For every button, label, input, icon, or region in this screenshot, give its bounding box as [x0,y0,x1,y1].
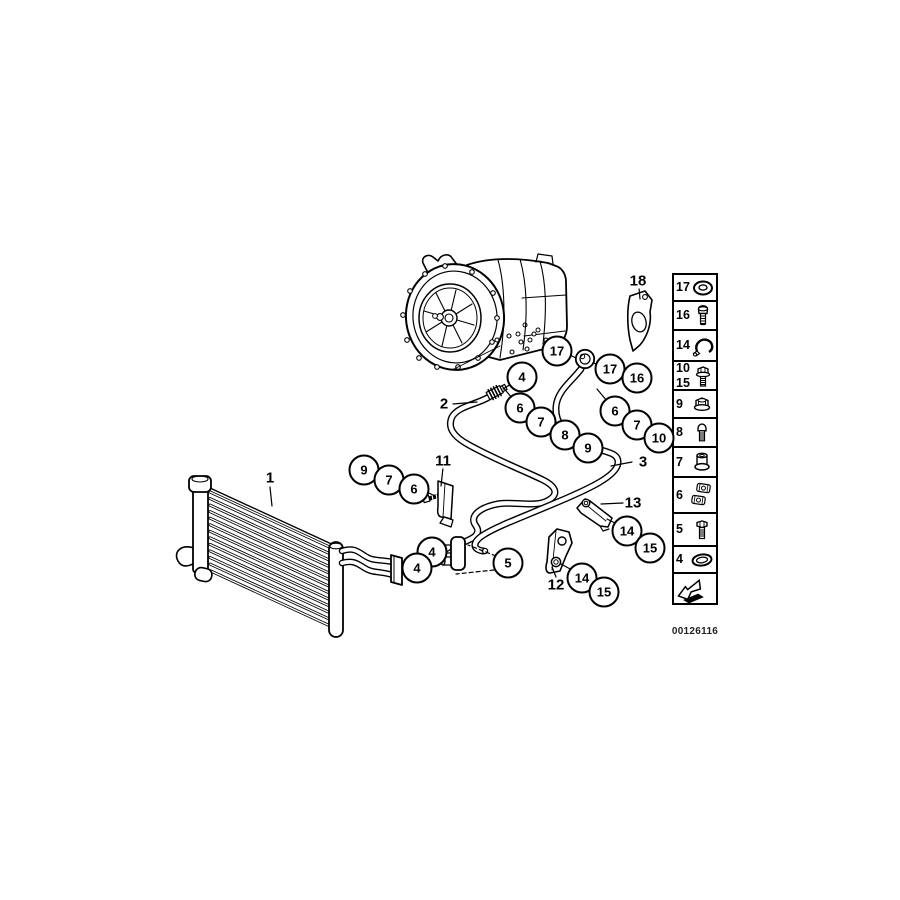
o-ring-icon [689,547,715,572]
oil-line-2 [446,383,559,546]
round-bolt-icon [689,420,715,446]
legend-item-number: 6 [676,487,683,502]
legend-item-number: 5 [676,522,683,537]
part-label-13[interactable]: 13 [623,494,643,512]
oil-cooler [175,475,344,638]
legend-item-6[interactable]: 6 [672,476,718,514]
part-label-3[interactable]: 3 [637,453,649,471]
washer-ring-icon [690,275,716,300]
legend-item-17[interactable]: 17 [672,273,718,302]
line-2-fitting [485,383,508,401]
part-label-18[interactable]: 18 [628,272,648,290]
callout-6[interactable]: 6 [398,473,430,505]
banjo-bolt-icon [690,303,716,329]
part-label-1[interactable]: 1 [264,469,276,487]
callout-17[interactable]: 17 [541,335,573,367]
part-label-11[interactable]: 11 [434,452,452,470]
clip-nut-icon [689,482,715,508]
legend-item-arrow[interactable] [672,572,718,605]
legend-item-7[interactable]: 7 [672,446,718,478]
legend-item-4[interactable]: 4 [672,545,718,574]
legend-item-5[interactable]: 5 [672,512,718,547]
line-fitting-block [440,536,466,571]
callout-17[interactable]: 17 [594,353,626,385]
hex-bolt-icon [689,517,715,543]
legend-item-number: 16 [676,308,690,323]
legend-item-14[interactable]: 14 [672,329,718,362]
flange-nut-icon [689,391,715,417]
bracket-11 [421,480,454,528]
legend-item-number: 8 [676,425,683,440]
callout-15[interactable]: 15 [634,532,666,564]
legend-item-9[interactable]: 9 [672,389,718,419]
part-label-12[interactable]: 12 [546,576,566,594]
callout-5[interactable]: 5 [492,547,524,579]
part-label-2[interactable]: 2 [438,395,450,413]
callout-10[interactable]: 10 [643,422,675,454]
legend-item-8[interactable]: 8 [672,417,718,448]
bracket-13 [576,498,613,532]
bracket-18 [626,290,653,352]
legend-item-number: 14 [676,338,690,353]
spacer-sleeve-icon [689,449,715,475]
flange-bolt-icon [690,363,716,389]
callout-9[interactable]: 9 [572,432,604,464]
legend-item-number: 17 [676,280,690,295]
document-number: 00126116 [671,626,719,637]
callout-14[interactable]: 14 [611,515,643,547]
transmission [400,253,568,371]
direction-arrow-icon [675,574,705,603]
banjo-fitting [574,348,596,370]
callout-15[interactable]: 15 [588,576,620,608]
legend-item-number: 9 [676,396,683,411]
callout-4[interactable]: 4 [401,552,433,584]
callout-4[interactable]: 4 [506,361,538,393]
callout-16[interactable]: 16 [621,362,653,394]
hose-clamp-icon [690,333,716,359]
cooler-outlet-pipes [338,546,403,586]
bracket-12 [545,528,573,574]
legend-item-number: 4 [676,552,683,567]
legend-item-16[interactable]: 16 [672,300,718,331]
legend-item-number: 7 [676,454,683,469]
